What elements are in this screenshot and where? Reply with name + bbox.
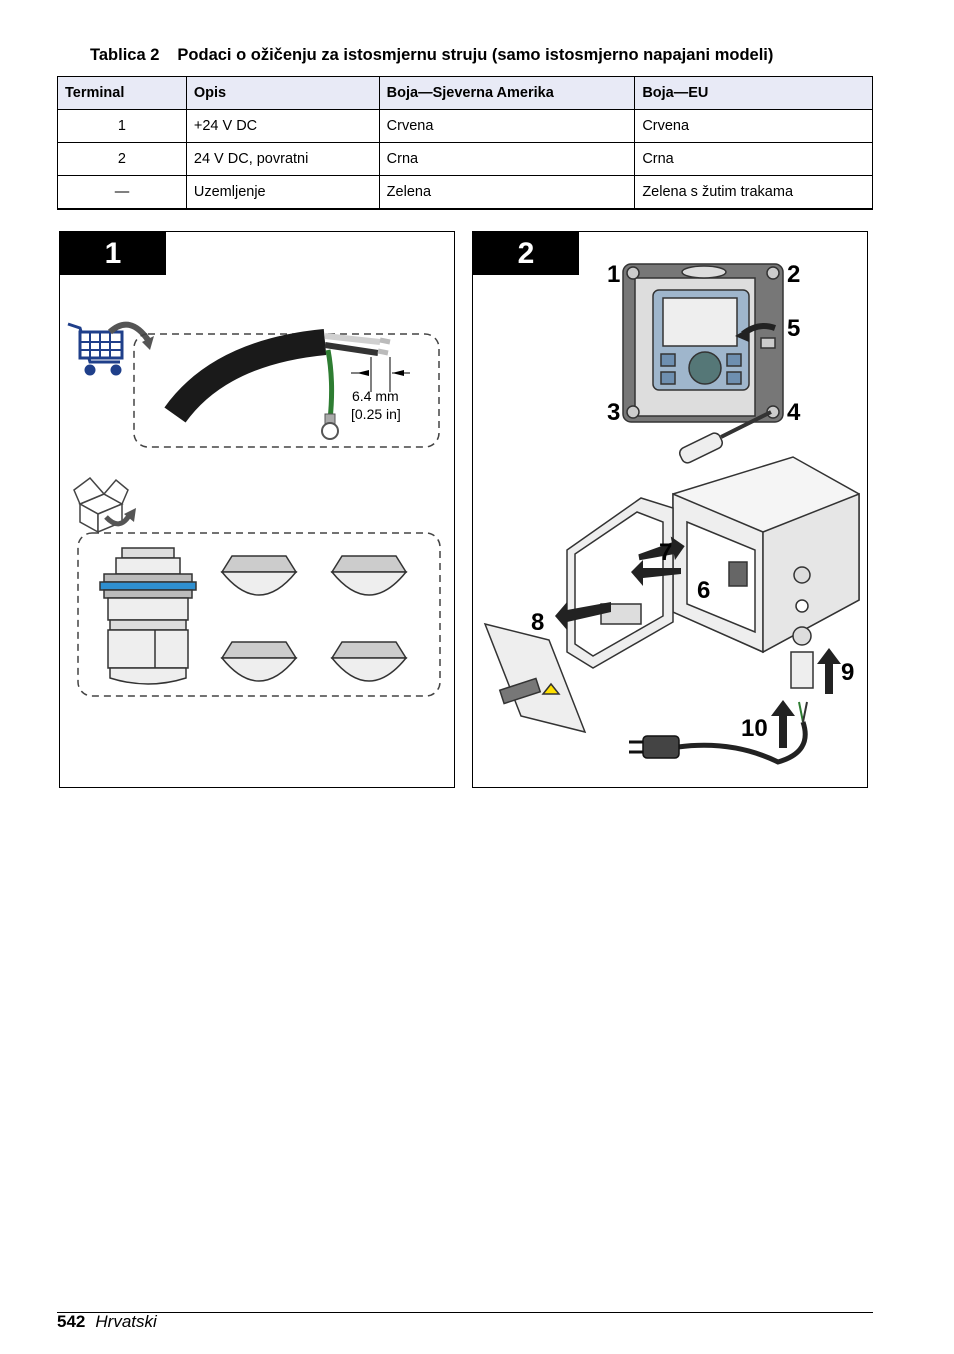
cell-terminal: 2: [57, 142, 187, 176]
controller-front-drawing: [622, 263, 784, 423]
cell-color-na: Crna: [378, 142, 636, 176]
callout-10: 10: [741, 715, 768, 742]
cell-description: 24 V DC, povratni: [185, 142, 380, 176]
figure-panel-2: 1 2 3 4 5 6 7 8 9 10 2: [472, 231, 868, 788]
arrow-icon: [107, 321, 151, 342]
callout-8: 8: [531, 609, 544, 636]
footer-divider: [57, 1312, 873, 1313]
callout-7: 7: [659, 539, 672, 566]
table-number: Tablica 2: [90, 46, 160, 64]
screwdriver-drawing: [678, 410, 772, 464]
step-badge-1: 1: [60, 232, 166, 275]
page-number: 542: [57, 1312, 86, 1331]
callout-4: 4: [787, 399, 801, 426]
cell-terminal: 1: [57, 109, 187, 143]
step-badge-2: 2: [473, 232, 579, 275]
cell-description: Uzemljenje: [185, 175, 380, 210]
cell-color-eu: Crna: [634, 142, 873, 176]
sealing-plug: [220, 641, 298, 682]
cell-terminal: —: [57, 175, 187, 210]
cell-color-eu: Zelena s žutim trakama: [634, 175, 873, 210]
callout-6: 6: [697, 577, 710, 604]
panel-2-illustration: 1 2 3 4 5 6 7 8 9 10: [483, 261, 860, 765]
cable-drawing: [164, 329, 410, 440]
shopping-cart-icon: [67, 322, 124, 376]
cell-description: +24 V DC: [185, 109, 380, 143]
dimension-in: [0.25 in]: [351, 406, 401, 422]
power-cord-drawing: [629, 701, 808, 765]
callout-2: 2: [787, 261, 800, 288]
callout-5: 5: [787, 315, 800, 342]
sealing-plug: [330, 555, 408, 596]
cell-color-na: Zelena: [378, 175, 636, 210]
table-row: 1 +24 V DC Crvena Crvena: [57, 109, 873, 143]
dimension-mm: 6.4 mm: [352, 388, 399, 404]
header-terminal: Terminal: [57, 76, 187, 110]
callout-3: 3: [607, 399, 620, 426]
table-header-row: Terminal Opis Boja—Sjeverna Amerika Boja…: [57, 76, 873, 110]
wiring-table: Terminal Opis Boja—Sjeverna Amerika Boja…: [57, 76, 873, 210]
table-row: 2 24 V DC, povratni Crna Crna: [57, 142, 873, 176]
callout-labels: 1 2 3 4 5 6 7 8 9 10: [531, 261, 854, 742]
header-color-eu: Boja—EU: [634, 76, 873, 110]
sealing-plug: [220, 555, 298, 596]
figure-panel-1: 6.4 mm [0.25 in]: [59, 231, 455, 788]
callout-1: 1: [607, 261, 620, 288]
cell-color-na: Crvena: [378, 109, 636, 143]
header-description: Opis: [185, 76, 380, 110]
panel-1-illustration: 6.4 mm [0.25 in]: [67, 321, 441, 697]
callout-9: 9: [841, 659, 854, 686]
arrow-icon: [555, 536, 841, 748]
table-caption: Tablica 2 Podaci o ožičenju za istosmjern…: [90, 46, 890, 65]
footer-language: Hrvatski: [95, 1312, 157, 1331]
table-row: — Uzemljenje Zelena Zelena s žutim traka…: [57, 175, 873, 210]
cell-color-eu: Crvena: [634, 109, 873, 143]
sealing-plug: [330, 641, 408, 682]
open-box-icon: [73, 476, 129, 534]
header-color-na: Boja—Sjeverna Amerika: [378, 76, 636, 110]
table-title: Podaci o ožičenju za istosmjernu struju …: [177, 46, 774, 64]
page-footer: 542 Hrvatski: [57, 1312, 157, 1332]
cable-gland-drawing: [99, 547, 197, 685]
enclosure-drawing: [483, 456, 860, 734]
